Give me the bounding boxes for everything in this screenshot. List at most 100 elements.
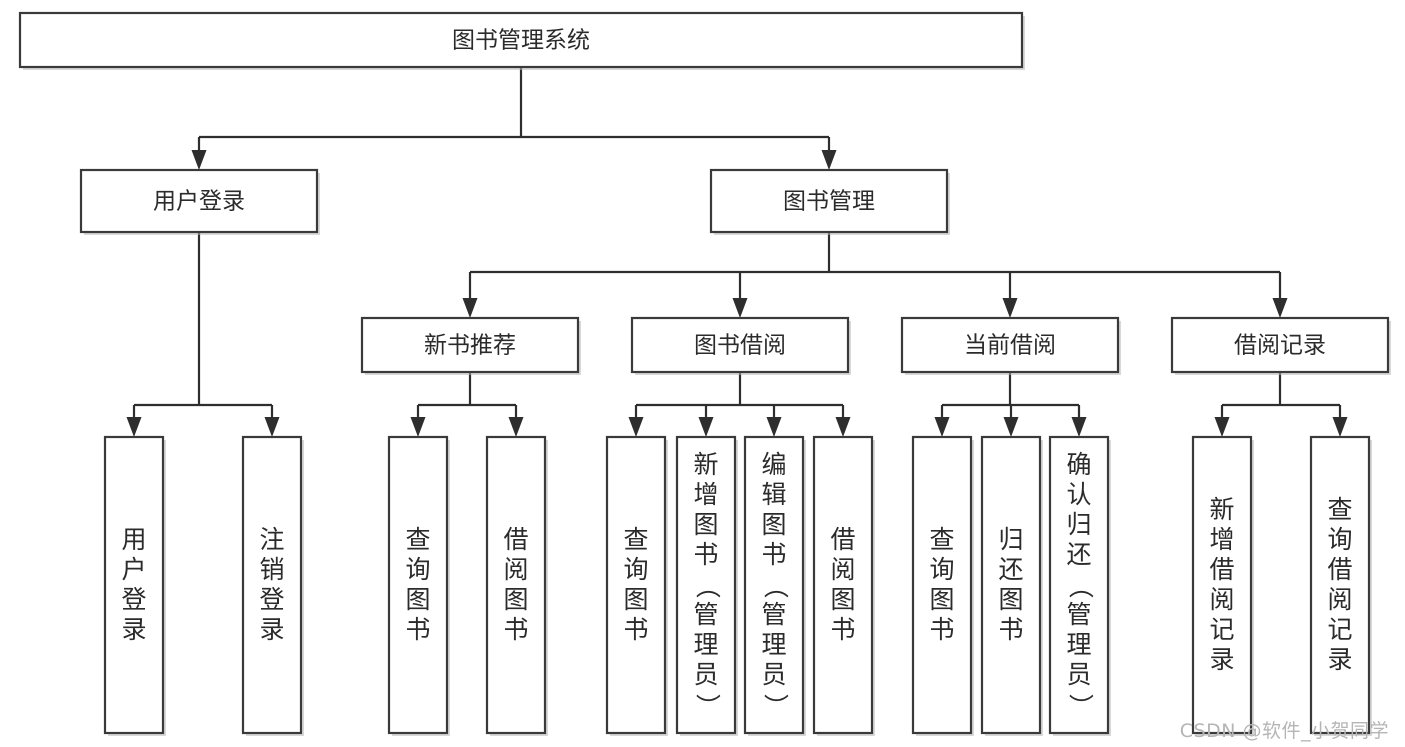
svg-text:管: 管 — [1066, 600, 1091, 629]
svg-text:录: 录 — [1327, 645, 1352, 674]
svg-text:图: 图 — [998, 585, 1023, 614]
svg-text:录: 录 — [121, 615, 146, 644]
svg-text:登: 登 — [121, 585, 146, 614]
node-label: 图书管理系统 — [452, 28, 590, 54]
node-label: 当前借阅 — [964, 333, 1056, 359]
svg-text:记: 记 — [1209, 615, 1234, 644]
node-new-book-recommend[interactable]: 新书推荐 — [360, 316, 581, 375]
svg-text:询: 询 — [929, 555, 954, 584]
svg-text:书: 书 — [693, 540, 718, 569]
svg-text:管: 管 — [693, 600, 718, 629]
node-root[interactable]: 图书管理系统 — [18, 11, 1025, 70]
svg-text:（: （ — [1066, 573, 1095, 598]
node-box — [79, 168, 319, 234]
connector-conn-bookmanage-children — [462, 232, 1288, 318]
svg-text:归: 归 — [1066, 510, 1091, 539]
svg-text:借: 借 — [1327, 555, 1352, 584]
csdn-watermark: CSDN @软件_小贺同学 — [1179, 720, 1389, 742]
svg-text:）: ） — [1066, 693, 1095, 718]
node-user-login[interactable]: 用户登录 — [79, 168, 320, 235]
connector-layer — [126, 67, 1348, 437]
node-box — [911, 435, 973, 735]
node-box — [1170, 316, 1390, 374]
svg-text:书: 书 — [405, 615, 430, 644]
svg-text:询: 询 — [405, 555, 430, 584]
svg-text:（: （ — [693, 573, 722, 598]
svg-text:阅: 阅 — [503, 555, 528, 584]
svg-text:书: 书 — [998, 615, 1023, 644]
svg-text:增: 增 — [693, 480, 718, 509]
node-box — [743, 435, 805, 735]
node-box — [980, 435, 1042, 735]
svg-text:书: 书 — [761, 540, 786, 569]
connector-conn-borrow-leaves — [628, 372, 851, 437]
node-book-manage[interactable]: 图书管理 — [709, 168, 950, 235]
node-label: 用户登录 — [121, 525, 146, 644]
svg-text:户: 户 — [121, 555, 146, 584]
svg-text:（: （ — [761, 573, 790, 598]
svg-text:员: 员 — [761, 660, 786, 689]
svg-text:）: ） — [693, 693, 722, 718]
svg-text:员: 员 — [693, 660, 718, 689]
svg-text:理: 理 — [693, 630, 718, 659]
svg-text:新: 新 — [1209, 495, 1234, 524]
svg-text:查: 查 — [623, 525, 648, 554]
node-label: 图书管理 — [783, 189, 875, 215]
node-current-borrow[interactable]: 当前借阅 — [900, 316, 1121, 375]
svg-text:图: 图 — [929, 585, 954, 614]
node-label: 新书推荐 — [424, 333, 516, 359]
svg-text:借: 借 — [830, 525, 855, 554]
svg-text:用: 用 — [121, 525, 146, 554]
node-box — [103, 435, 165, 735]
node-box — [1048, 435, 1110, 735]
svg-text:注: 注 — [259, 525, 284, 554]
node-box — [709, 168, 949, 234]
svg-text:书: 书 — [830, 615, 855, 644]
node-box — [241, 435, 303, 735]
node-leaf-user-login[interactable]: 用户登录 — [103, 435, 166, 736]
node-box — [387, 435, 449, 735]
svg-text:书: 书 — [929, 615, 954, 644]
svg-text:图: 图 — [761, 510, 786, 539]
svg-text:认: 认 — [1066, 480, 1091, 509]
svg-text:归: 归 — [998, 525, 1023, 554]
connector-conn-current-leaves — [934, 372, 1087, 437]
node-box — [900, 316, 1120, 374]
svg-text:编: 编 — [761, 450, 786, 479]
node-book-borrow[interactable]: 图书借阅 — [630, 316, 851, 375]
svg-text:询: 询 — [623, 555, 648, 584]
svg-text:查: 查 — [1327, 495, 1352, 524]
node-layer: 图书管理系统用户登录图书管理新书推荐图书借阅当前借阅借阅记录用户登录注销登录查询… — [18, 11, 1391, 736]
svg-text:员: 员 — [1066, 660, 1091, 689]
svg-text:还: 还 — [1066, 540, 1091, 569]
svg-text:理: 理 — [1066, 630, 1091, 659]
svg-text:图: 图 — [830, 585, 855, 614]
node-borrow-record[interactable]: 借阅记录 — [1170, 316, 1391, 375]
node-label: 借阅记录 — [1234, 333, 1326, 359]
node-box — [360, 316, 580, 374]
svg-text:新: 新 — [693, 450, 718, 479]
svg-text:辑: 辑 — [761, 480, 786, 509]
svg-text:书: 书 — [623, 615, 648, 644]
